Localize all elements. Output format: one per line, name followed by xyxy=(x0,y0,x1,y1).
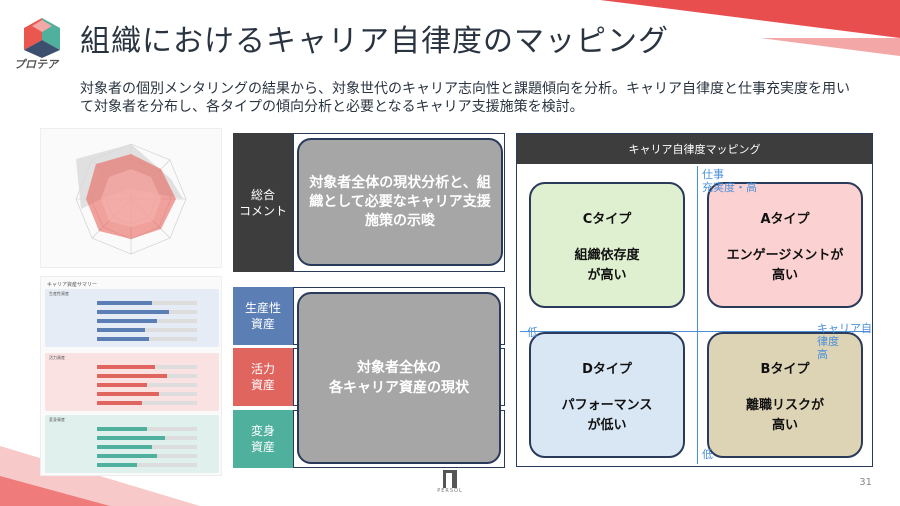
summary-bar-row xyxy=(49,427,215,431)
mapping-header: キャリア自律度マッピング xyxy=(517,134,872,164)
summary-bar-row xyxy=(49,445,215,449)
summary-section-label: 変身資産 xyxy=(49,417,65,422)
summary-bar-track xyxy=(97,374,197,378)
quadrant-description: パフォーマンス が低い xyxy=(561,398,653,433)
overall-comment-text: 対象者全体の現状分析と、組織として必要なキャリア支援施策の示唆 xyxy=(309,174,491,229)
summary-bar-track xyxy=(97,319,197,323)
quadrant-type: Aタイプ xyxy=(760,212,810,227)
summary-section: 活力資産 xyxy=(45,353,219,411)
decor-stripe-top-right-light xyxy=(760,38,900,56)
quadrant-description: 離職リスクが 高い xyxy=(745,398,824,433)
asset-summary-thumbnail: キャリア資産サマリー 生産性資産活力資産変身資産 xyxy=(40,276,222,476)
summary-bar-track xyxy=(97,445,197,449)
summary-section-label: 生産性資産 xyxy=(49,291,69,296)
summary-bar-track xyxy=(97,401,197,405)
summary-bar-fill xyxy=(97,401,142,405)
page-title: 組織におけるキャリア自律度のマッピング xyxy=(80,24,669,59)
summary-bar-row xyxy=(49,328,215,332)
summary-section: 変身資産 xyxy=(45,415,219,473)
summary-bar-fill xyxy=(97,365,155,369)
summary-bar-fill xyxy=(97,374,167,378)
assets-summary-text: 対象者全体の 各キャリア資産の現状 xyxy=(329,360,469,396)
summary-bar-row xyxy=(49,319,215,323)
summary-bar-track xyxy=(97,337,197,341)
summary-bar-fill xyxy=(97,328,145,332)
page-number: 31 xyxy=(859,477,872,488)
summary-bar-row xyxy=(49,374,215,378)
radar-chart-thumbnail xyxy=(40,128,222,268)
summary-bar-fill xyxy=(97,392,159,396)
quadrant-box: Cタイプ組織依存度 が高い xyxy=(529,182,685,308)
mapping-frame xyxy=(516,133,873,467)
y-axis-high-label: 仕事 充実度・高 xyxy=(702,168,757,194)
x-axis-low-label: 低 xyxy=(527,326,538,339)
assets-summary-box: 対象者全体の 各キャリア資産の現状 xyxy=(297,292,501,464)
persol-logo-icon xyxy=(443,470,457,488)
category-label: 活力 資産 xyxy=(233,348,293,406)
summary-bar-track xyxy=(97,310,197,314)
summary-bar-row xyxy=(49,383,215,387)
summary-section: 生産性資産 xyxy=(45,289,219,347)
quadrant-type: Bタイプ xyxy=(760,362,810,377)
summary-bar-track xyxy=(97,383,197,387)
category-label: 変身 資産 xyxy=(233,410,293,468)
summary-bar-row xyxy=(49,365,215,369)
summary-bar-row xyxy=(49,436,215,440)
summary-bar-row xyxy=(49,401,215,405)
quadrant-description: エンゲージメントが 高い xyxy=(726,248,844,283)
summary-bar-fill xyxy=(97,319,157,323)
x-axis-high-label: キャリア自 律度 高 xyxy=(817,322,872,361)
summary-bar-fill xyxy=(97,463,137,467)
decor-stripe-top-right xyxy=(600,0,900,38)
quadrant-box: Bタイプ離職リスクが 高い xyxy=(707,332,863,458)
category-label: 総合 コメント xyxy=(233,133,293,272)
footer-logo-text: PERSOL xyxy=(437,488,463,494)
x-axis-line xyxy=(520,331,870,332)
overall-comment-box: 対象者全体の現状分析と、組織として必要なキャリア支援施策の示唆 xyxy=(297,138,503,266)
quadrant-description: 組織依存度 が高い xyxy=(574,248,640,283)
summary-bar-row xyxy=(49,337,215,341)
brand-logo-icon xyxy=(18,10,66,58)
summary-bar-fill xyxy=(97,310,169,314)
quadrant-box: Aタイプエンゲージメントが 高い xyxy=(707,182,863,308)
summary-bar-track xyxy=(97,436,197,440)
summary-bar-track xyxy=(97,427,197,431)
quadrant-type: Dタイプ xyxy=(582,362,632,377)
footer-logo: PERSOL xyxy=(437,470,463,494)
summary-bar-fill xyxy=(97,427,147,431)
comment-frame xyxy=(293,133,505,272)
summary-bar-fill xyxy=(97,454,157,458)
summary-bar-fill xyxy=(97,383,147,387)
quadrant-box: Dタイプパフォーマンス が低い xyxy=(529,332,685,458)
summary-bar-row xyxy=(49,454,215,458)
summary-bar-row xyxy=(49,301,215,305)
summary-bar-track xyxy=(97,328,197,332)
y-axis-line xyxy=(697,166,698,464)
summary-title: キャリア資産サマリー xyxy=(47,282,98,288)
brand-logo-text: プロテア xyxy=(14,58,58,71)
summary-bar-fill xyxy=(97,445,152,449)
summary-bar-row xyxy=(49,310,215,314)
quadrant-type: Cタイプ xyxy=(582,212,632,227)
summary-bar-row xyxy=(49,392,215,396)
summary-bar-track xyxy=(97,365,197,369)
decor-stripe-bottom-left xyxy=(0,476,110,506)
summary-bar-row xyxy=(49,463,215,467)
category-label: 生産性 資産 xyxy=(233,287,293,345)
summary-bar-fill xyxy=(97,436,165,440)
page-subtitle: 対象者の個別メンタリングの結果から、対象世代のキャリア志向性と課題傾向を分析。キ… xyxy=(80,81,850,115)
summary-bar-track xyxy=(97,454,197,458)
y-axis-low-label: 低 xyxy=(702,448,713,461)
summary-bar-track xyxy=(97,392,197,396)
summary-bar-fill xyxy=(97,337,149,341)
summary-section-label: 活力資産 xyxy=(49,355,65,360)
summary-bar-track xyxy=(97,463,197,467)
summary-bar-track xyxy=(97,301,197,305)
summary-bar-fill xyxy=(97,301,152,305)
